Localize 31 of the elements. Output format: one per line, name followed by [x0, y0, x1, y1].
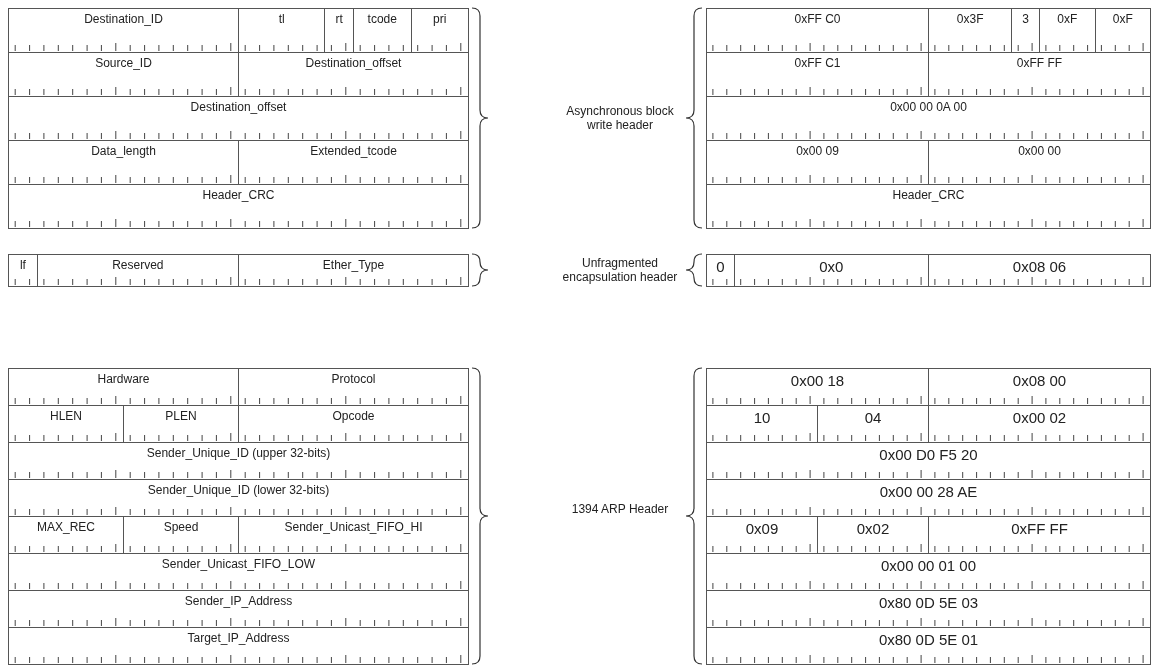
value-cell: 0xF [1094, 8, 1151, 53]
value-cell: 0x08 00 [928, 368, 1151, 406]
value-cell: 0x0 [733, 254, 929, 287]
value-cell: 0x08 06 [928, 254, 1151, 287]
value-cell: 0x00 00 28 AE [706, 479, 1151, 517]
field-cell: Ether_Type [238, 254, 469, 287]
field-cell: Sender_Unicast_FIFO_LOW [8, 553, 469, 591]
field-cell: Hardware [8, 368, 239, 406]
field-cell: Header_CRC [8, 184, 469, 229]
value-cell: 0x80 0D 5E 03 [706, 590, 1151, 628]
field-cell: Destination_offset [8, 96, 469, 141]
brace-label: Unfragmented encapsulation header [561, 256, 679, 284]
field-cell: Sender_Unique_ID (lower 32-bits) [8, 479, 469, 517]
field-cell: Sender_IP_Address [8, 590, 469, 628]
value-cell: 0xFF C0 [706, 8, 929, 53]
brace-label: Asynchronous block write header [565, 104, 675, 132]
value-cell: Header_CRC [706, 184, 1151, 229]
field-cell: Sender_Unique_ID (upper 32-bits) [8, 442, 469, 480]
value-cell: 0x00 00 0A 00 [706, 96, 1151, 141]
field-cell: Protocol [238, 368, 469, 406]
value-cell: 0x00 00 01 00 [706, 553, 1151, 591]
value-cell: 0x00 D0 F5 20 [706, 442, 1151, 480]
value-cell: 0x80 0D 5E 01 [706, 627, 1151, 665]
field-cell: lf [8, 254, 38, 287]
value-cell: 0 [706, 254, 735, 287]
field-cell: Destination_ID [8, 8, 239, 53]
field-cell: Reserved [36, 254, 239, 287]
brace-label: 1394 ARP Header [570, 502, 670, 516]
field-cell: Target_IP_Address [8, 627, 469, 665]
value-cell: 0x00 18 [706, 368, 929, 406]
field-cell: pri [410, 8, 469, 53]
